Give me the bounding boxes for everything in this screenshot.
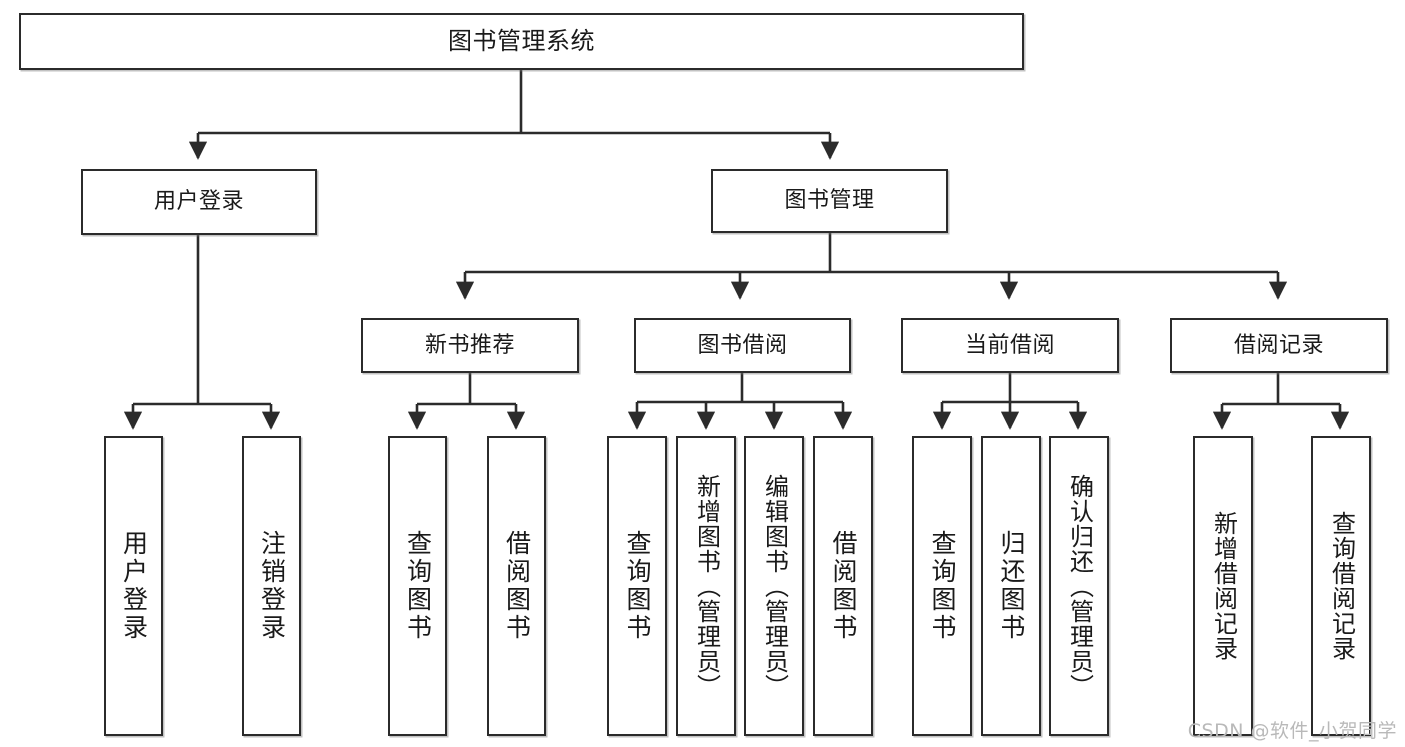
leaf-book-borrow-add-book-admin[interactable]: 新增图书（管理员） <box>676 436 736 736</box>
leaf-new-book-borrow-book[interactable]: 借阅图书 <box>487 436 546 736</box>
leaf-borrow-record-add-record[interactable]: 新增借阅记录 <box>1193 436 1253 736</box>
leaf-current-borrow-confirm-return-admin[interactable]: 确认归还（管理员） <box>1049 436 1109 736</box>
node-label: 用户登录 <box>153 189 244 215</box>
leaf-new-book-query-book[interactable]: 查询图书 <box>388 436 447 736</box>
node-root-book-management-system[interactable]: 图书管理系统 <box>19 13 1024 70</box>
node-label: 确认归还（管理员） <box>1065 473 1094 699</box>
node-new-book-recommend[interactable]: 新书推荐 <box>361 318 579 373</box>
node-label: 图书借阅 <box>697 332 788 358</box>
node-label: 借阅图书 <box>829 530 858 642</box>
leaf-user-login-login[interactable]: 用户登录 <box>104 436 163 736</box>
node-label: 新书推荐 <box>424 332 515 358</box>
node-label: 图书管理系统 <box>448 27 595 56</box>
node-label: 图书管理 <box>784 188 875 214</box>
node-label: 用户登录 <box>119 530 149 642</box>
leaf-user-login-logout[interactable]: 注销登录 <box>242 436 301 736</box>
node-label: 查询借阅记录 <box>1327 511 1356 661</box>
node-book-management[interactable]: 图书管理 <box>711 169 948 233</box>
node-user-login[interactable]: 用户登录 <box>81 169 317 235</box>
node-label: 注销登录 <box>257 530 287 642</box>
leaf-current-borrow-query-book[interactable]: 查询图书 <box>912 436 972 736</box>
node-label: 查询图书 <box>403 530 433 642</box>
leaf-book-borrow-query-book[interactable]: 查询图书 <box>607 436 667 736</box>
node-label: 借阅图书 <box>502 530 532 642</box>
node-current-borrow[interactable]: 当前借阅 <box>901 318 1119 373</box>
csdn-watermark: CSDN @软件_小贺同学 <box>1187 720 1397 742</box>
node-label: 新增图书（管理员） <box>692 473 721 699</box>
node-label: 归还图书 <box>997 530 1026 642</box>
node-label: 查询图书 <box>928 530 957 642</box>
node-label: 当前借阅 <box>964 332 1055 358</box>
node-label: 新增借阅记录 <box>1209 511 1238 661</box>
node-label: 编辑图书（管理员） <box>760 473 789 699</box>
leaf-book-borrow-edit-book-admin[interactable]: 编辑图书（管理员） <box>744 436 804 736</box>
leaf-borrow-record-query-record[interactable]: 查询借阅记录 <box>1311 436 1371 736</box>
node-label: 借阅记录 <box>1233 332 1324 358</box>
node-label: 查询图书 <box>623 530 652 642</box>
leaf-book-borrow-borrow-book[interactable]: 借阅图书 <box>813 436 873 736</box>
node-book-borrow[interactable]: 图书借阅 <box>634 318 851 373</box>
node-borrow-record[interactable]: 借阅记录 <box>1170 318 1388 373</box>
leaf-current-borrow-return-book[interactable]: 归还图书 <box>981 436 1041 736</box>
